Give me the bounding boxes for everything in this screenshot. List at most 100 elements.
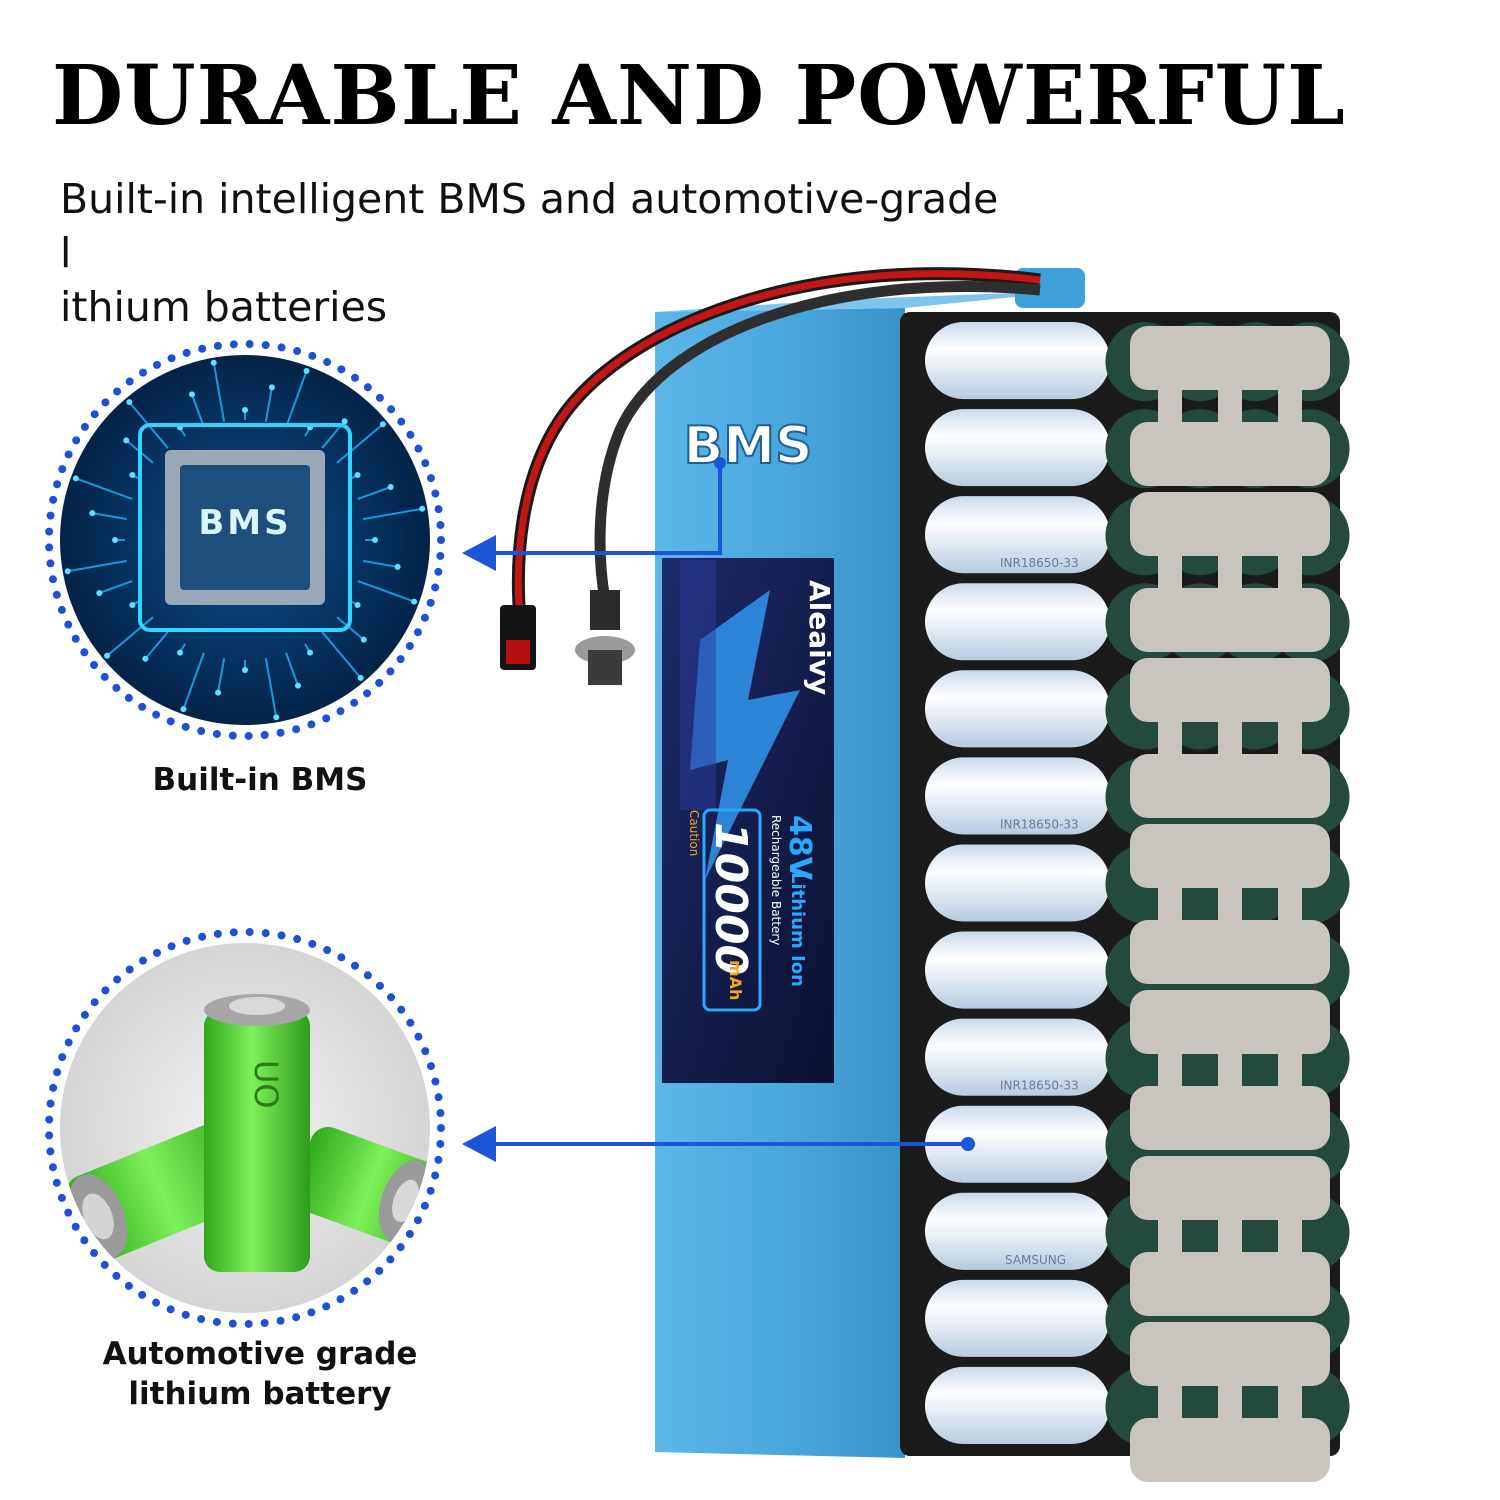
circuit-trace (264, 658, 278, 718)
trace-node (180, 706, 187, 713)
trace-node (123, 437, 130, 444)
trace-node (64, 568, 71, 575)
lithium-cell (925, 1192, 1110, 1270)
lithium-cell (925, 1018, 1110, 1096)
capacity-unit: mAh (726, 960, 745, 1000)
circuit-trace (357, 486, 391, 500)
bms-callout-label: Built-in BMS (152, 762, 368, 798)
circuit-trace (106, 616, 154, 657)
nickel-link (1158, 366, 1182, 446)
trace-node (354, 602, 361, 608)
nickel-link (1278, 864, 1302, 944)
circuit-trace (212, 362, 226, 422)
cell-code-text: INR18650-33 (1000, 817, 1079, 831)
nickel-link (1218, 1362, 1242, 1442)
circuit-trace (182, 652, 205, 710)
battery-callout-label: Automotive grade lithium battery (95, 1334, 425, 1414)
trace-node (372, 537, 378, 543)
nickel-link (1218, 864, 1242, 944)
trace-node (273, 714, 280, 721)
nickel-link (1218, 1196, 1242, 1276)
subheadline-line-2: ithium batteries (60, 283, 388, 331)
nickel-link (1278, 1196, 1302, 1276)
product-label: Aleaivy 48V Lithium Ion Rechargeable Bat… (662, 558, 836, 1083)
circuit-traces (64, 359, 426, 721)
circuit-trace (357, 580, 415, 603)
circuit-trace (144, 631, 169, 660)
trace-node (96, 590, 103, 597)
trace-node (268, 384, 275, 391)
nickel-link (1158, 1362, 1182, 1442)
nickel-link (1218, 366, 1242, 446)
case-bms-text: BMS (684, 416, 813, 476)
nickel-link (1158, 1196, 1182, 1276)
arrow-battery (462, 1126, 975, 1162)
nickel-link (1278, 532, 1302, 612)
circuit-trace (285, 370, 308, 428)
power-cables (511, 267, 1041, 621)
nickel-link (1158, 864, 1182, 944)
circuit-trace (336, 423, 384, 464)
charge-port (575, 590, 635, 685)
trace-node (357, 674, 364, 681)
battery-callout: UO (45, 928, 445, 1328)
circuit-trace (336, 616, 365, 641)
trace-node (104, 652, 111, 659)
trace-node (419, 505, 426, 512)
trace-node (307, 649, 313, 656)
chip-bms-text: BMS (198, 503, 291, 543)
brand-name: Aleaivy (803, 580, 836, 695)
lithium-cell (925, 1105, 1110, 1183)
subheadline: Built-in intelligent BMS and automotive-… (60, 172, 1000, 334)
trace-node (303, 367, 310, 374)
cell-brand-text: SAMSUNG (1005, 1253, 1066, 1267)
trace-node (112, 537, 118, 543)
dotted-ring-battery (45, 928, 445, 1328)
capacity: 10000 (705, 822, 756, 975)
trace-node (411, 598, 418, 605)
circuit-trace (363, 507, 423, 521)
chip-glow-frame (138, 423, 352, 632)
trace-node (394, 563, 401, 570)
circuit-trace (217, 658, 226, 693)
circuit-trace (92, 512, 127, 521)
cell-code-text: INR18650-33 (1000, 1079, 1079, 1093)
trace-node (126, 399, 133, 406)
circuit-trace (285, 652, 299, 686)
lithium-cell (925, 496, 1110, 574)
chemistry: Lithium Ion (787, 872, 808, 987)
green-cell-standing: UO (204, 994, 310, 1272)
nickel-link (1218, 698, 1242, 778)
circuit-trace (363, 559, 398, 568)
nickel-link (1218, 1030, 1242, 1110)
trace-node (129, 602, 136, 608)
rechargeable: Rechargeable Battery (769, 815, 783, 945)
trace-node (142, 655, 149, 662)
circuit-trace (191, 394, 205, 428)
circuit-trace (264, 387, 273, 422)
trace-node (242, 667, 248, 673)
trace-node (295, 682, 302, 689)
lithium-cell (925, 322, 1110, 400)
nickel-link (1278, 366, 1302, 446)
lithium-cell (925, 670, 1110, 748)
nickel-link (1158, 698, 1182, 778)
circuit-trace (321, 631, 362, 679)
battery-label-line-2: lithium battery (128, 1376, 392, 1412)
trace-node (89, 510, 96, 517)
headline: DURABLE AND POWERFUL (52, 48, 1346, 144)
lithium-cell (925, 931, 1110, 1009)
trace-node (387, 483, 394, 490)
trace-node (188, 391, 195, 398)
lithium-cell (925, 1279, 1110, 1357)
circuit-trace (99, 580, 133, 594)
lithium-cell (925, 409, 1110, 487)
dotted-ring-bms (45, 340, 445, 740)
trace-node (177, 649, 183, 656)
cell-mark: UO (247, 1060, 285, 1109)
nickel-link (1278, 1030, 1302, 1110)
battery-label-line-1: Automotive grade (102, 1336, 418, 1372)
trace-node (379, 421, 386, 428)
